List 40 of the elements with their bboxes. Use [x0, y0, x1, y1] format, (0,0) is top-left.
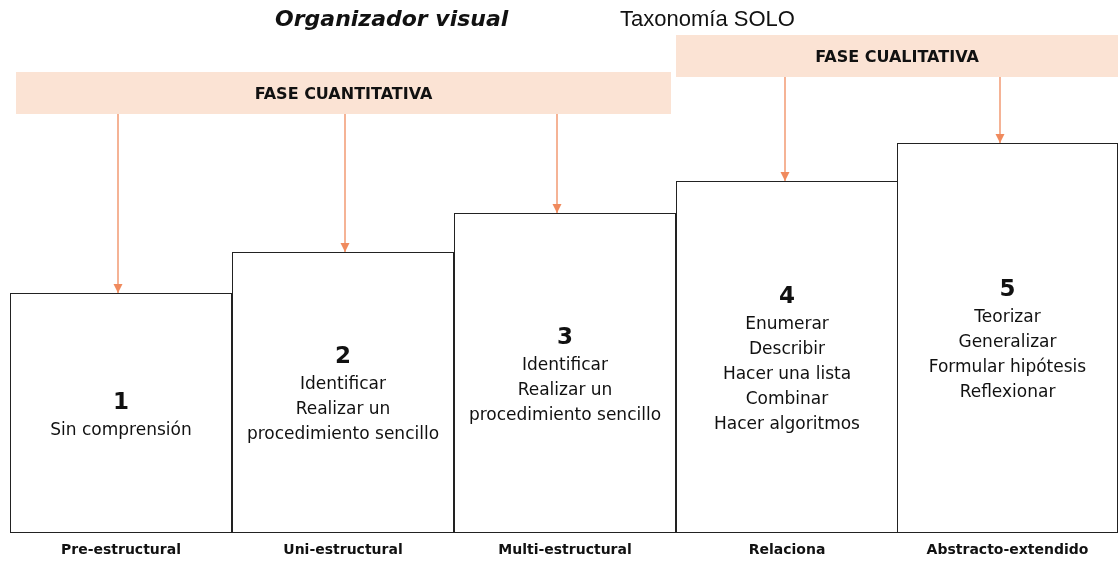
step-text: Hacer una lista [722, 361, 852, 385]
step-number: 3 [557, 321, 573, 351]
title: Organizador visual [275, 6, 509, 31]
level-label: Abstracto-extendido [925, 541, 1090, 558]
step-number: 1 [113, 386, 129, 416]
level-label: Pre-estructural [60, 541, 182, 558]
step-number: 2 [335, 341, 351, 370]
step-text: Hacer algoritmos [714, 411, 860, 435]
step-text: Realizar un procedimiento sencillo [245, 397, 441, 445]
arrow [995, 76, 1005, 144]
step-text: Sin comprensión [50, 417, 192, 441]
step-text: Identificar [522, 352, 608, 376]
arrow [780, 76, 790, 182]
subtitle: Taxonomía SOLO [620, 6, 795, 32]
arrow [340, 113, 350, 253]
arrow [552, 113, 562, 214]
phase-title: FASE CUANTITATIVA [254, 83, 433, 103]
step-box [232, 252, 454, 533]
step-box [676, 181, 898, 533]
phase-band [676, 35, 1118, 77]
arrow [113, 113, 123, 294]
step-text: Realizar un procedimiento sencillo [467, 377, 663, 426]
step-text: Enumerar [745, 311, 829, 335]
step-box [897, 143, 1118, 533]
step-text: Reflexionar [959, 380, 1056, 403]
step-text: Describir [749, 336, 825, 360]
step-text: Teorizar [974, 305, 1041, 328]
step-number: 4 [779, 280, 795, 310]
step-text: Formular hipótesis [928, 355, 1087, 378]
step-number: 5 [999, 274, 1016, 303]
phase-title: FASE CUALITATIVA [815, 46, 979, 66]
step-text: Identificar [300, 372, 386, 395]
step-box [454, 213, 676, 533]
level-label: Uni-estructural [282, 541, 404, 558]
step-text: Combinar [745, 386, 829, 410]
level-label: Relaciona [747, 541, 827, 558]
step-text: Generalizar [958, 330, 1057, 353]
step-box [10, 293, 232, 533]
level-label: Multi-estructural [497, 541, 633, 558]
phase-band [16, 72, 671, 114]
